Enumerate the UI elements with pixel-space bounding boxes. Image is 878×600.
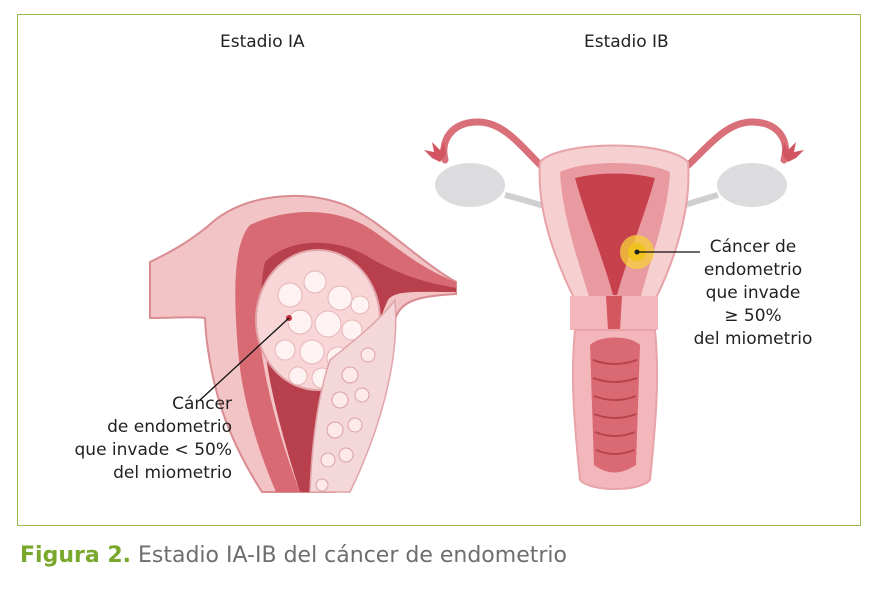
stage-ib-label-line: del miometrio: [693, 329, 813, 349]
stage-ia-label: Cáncer de endometrio que invade < 50% de…: [32, 393, 233, 485]
figure-caption-text: Estadio IA-IB del cáncer de endometrio: [138, 543, 567, 568]
stage-ib-title: Estadio IB: [584, 32, 669, 52]
uterus-ib-illustration: [424, 118, 804, 490]
ia-leader-line: [199, 317, 290, 401]
stage-ib-label: Cáncer de endometrio que invade ≥ 50% de…: [668, 236, 838, 351]
ib-ovary-left: [435, 163, 505, 207]
ib-ovary-right: [717, 163, 787, 207]
stage-ia-title: Estadio IA: [220, 32, 305, 52]
ib-tube-right: [668, 118, 789, 182]
stage-ia-label-line: de endometrio: [107, 417, 232, 437]
ia-lower-tissue: [309, 297, 397, 493]
uterus-ia-illustration: [149, 195, 457, 493]
ib-fimbriae: [424, 142, 804, 162]
stage-ib-label-line: que invade: [705, 283, 801, 303]
stage-ib-label-line: ≥ 50%: [724, 306, 782, 326]
stage-ib-label-line: endometrio: [703, 260, 803, 280]
ib-cervical-canal: [606, 296, 622, 330]
ib-rugae-lines: [592, 359, 638, 455]
figure-caption: Figura 2. Estadio IA-IB del cáncer de en…: [20, 543, 567, 568]
ia-tumor-cells: [274, 270, 370, 389]
ib-cavity: [575, 173, 655, 295]
figure-number: Figura 2.: [20, 543, 131, 568]
stage-ib-label-line: Cáncer de: [709, 237, 797, 257]
stage-ia-label-line: que invade < 50%: [74, 440, 233, 460]
stage-ia-label-line: del miometrio: [113, 463, 232, 483]
ib-vaginal-rugae: [590, 337, 640, 473]
stage-ia-label-line: Cáncer: [172, 394, 232, 414]
ia-myometrium: [235, 212, 456, 492]
ib-tube-left: [440, 118, 559, 182]
ia-lower-cells: [315, 347, 376, 492]
